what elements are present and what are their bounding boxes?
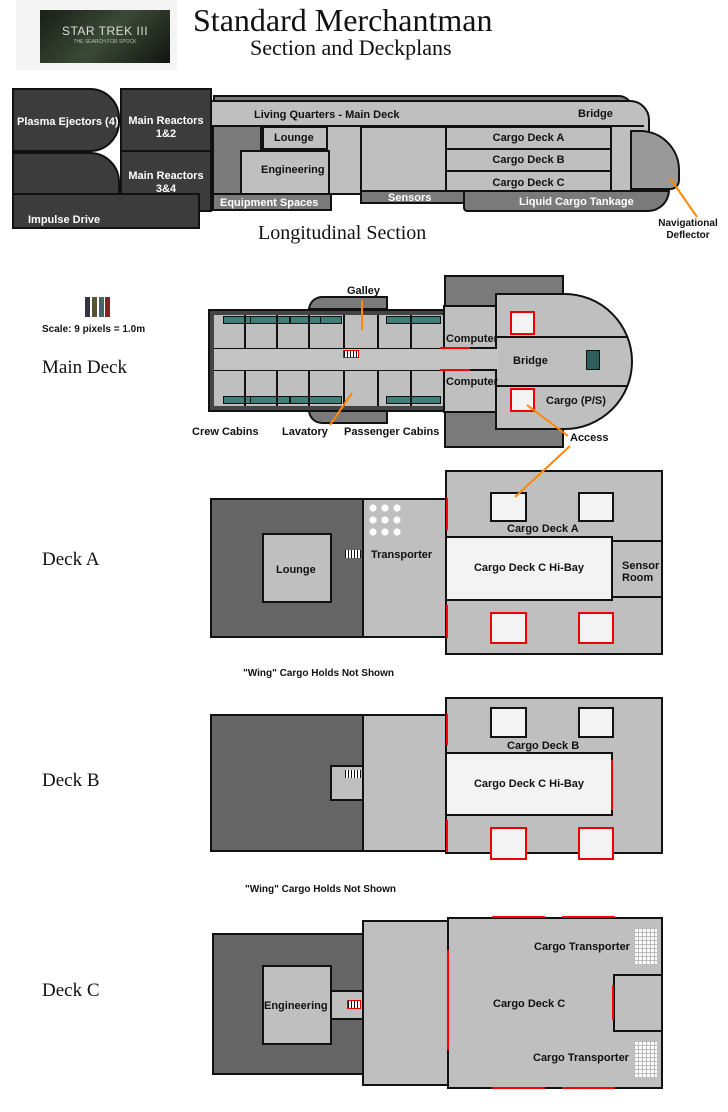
logo-image: STAR TREK III THE SEARCH FOR SPOCK xyxy=(40,10,170,63)
hi-bay-label: Cargo Deck C Hi-Bay xyxy=(473,778,585,790)
deck-b-title: Deck B xyxy=(42,770,100,791)
engineering-deck-label: Engineering xyxy=(264,1000,328,1012)
engineering-room: Engineering xyxy=(240,150,330,195)
lavatory-label: Lavatory xyxy=(282,426,328,438)
lavatory-pointer xyxy=(329,392,353,426)
cargo-transporter-pad-icon xyxy=(634,1041,657,1077)
bridge-console-icon xyxy=(586,350,600,370)
logo-text: STAR TREK III xyxy=(61,24,149,38)
reactors-12-label: Main Reactors xyxy=(128,115,204,127)
sensors-label: Sensors xyxy=(388,192,432,204)
ladder-icon xyxy=(345,770,361,778)
crew-cabin-bunk xyxy=(290,396,342,404)
access-pointer xyxy=(526,404,569,437)
cargo-hatch xyxy=(490,492,527,522)
nav-deflector-pointer xyxy=(669,177,698,218)
plasma-ejectors: Plasma Ejectors (4) xyxy=(12,88,120,152)
page-subtitle: Section and Deckplans xyxy=(250,35,452,60)
main-reactors-1-2: Main Reactors 1&2 xyxy=(120,88,212,152)
ladder-icon xyxy=(343,350,359,358)
reactors-12-number: 1&2 xyxy=(155,128,177,140)
impulse-drive: Impulse Drive xyxy=(12,193,200,229)
cargo-deck-b-label: Cargo Deck B xyxy=(507,740,580,752)
crew-cabins-label: Crew Cabins xyxy=(192,426,259,438)
cargo-hatch xyxy=(490,827,527,860)
corridor xyxy=(214,348,498,370)
liquid-cargo-label: Liquid Cargo Tankage xyxy=(519,196,634,208)
sensor-room-label-2: Room xyxy=(622,572,654,584)
scale-figures-icon xyxy=(84,297,110,317)
wing-holds-note: "Wing" Cargo Holds Not Shown xyxy=(245,884,397,895)
cargo-deck-a-label: Cargo Deck A xyxy=(507,523,579,535)
nav-label-line2: Deflector xyxy=(666,230,710,241)
deck-a-title: Deck A xyxy=(42,549,100,570)
crew-cabin-bunk xyxy=(250,396,290,404)
cargo-hatch xyxy=(578,492,614,522)
longitudinal-section-title: Longitudinal Section xyxy=(258,222,427,244)
cargo-ps-label: Cargo (P/S) xyxy=(546,395,606,407)
impulse-drive-label: Impulse Drive xyxy=(28,214,101,226)
bridge-label: Bridge xyxy=(578,108,613,120)
cargo-hatch xyxy=(578,612,614,644)
sensor-room-label-1: Sensor xyxy=(622,560,660,572)
deck-c-title: Deck C xyxy=(42,980,100,1001)
crew-cabin-bunk xyxy=(320,316,342,324)
crew-cabin-bunk xyxy=(250,316,290,324)
cargo-transporter-2-label: Cargo Transporter xyxy=(533,1052,629,1064)
engineering-label: Engineering xyxy=(261,164,325,176)
reactors-34-number: 3&4 xyxy=(155,183,177,195)
logo-subtext: THE SEARCH FOR SPOCK xyxy=(73,39,137,45)
lounge: Lounge xyxy=(262,533,332,603)
ladder-icon xyxy=(347,1000,361,1009)
reactors-34-label: Main Reactors xyxy=(128,170,204,182)
passenger-cabin-bunk xyxy=(386,396,441,404)
deck-b-mid xyxy=(362,714,447,852)
sensors: Sensors xyxy=(360,190,465,204)
equipment-spaces-label: Equipment Spaces xyxy=(220,197,319,209)
ladder-icon xyxy=(345,550,361,558)
cargo-transporter-1-label: Cargo Transporter xyxy=(534,941,630,953)
logo-panel: STAR TREK III THE SEARCH FOR SPOCK xyxy=(16,0,177,70)
lounge-label: Lounge xyxy=(274,132,314,144)
wing-holds-note: "Wing" Cargo Holds Not Shown xyxy=(243,668,395,679)
bridge-deck-label: Bridge xyxy=(513,355,548,367)
lounge-deck-label: Lounge xyxy=(276,564,316,576)
door-markers xyxy=(440,347,615,1089)
cargo-deck-c-label: Cargo Deck C xyxy=(492,177,565,189)
cargo-transporter-pad-icon xyxy=(634,928,657,965)
computer-room-1: Computer xyxy=(443,305,498,349)
cargo-deck-a-label: Cargo Deck A xyxy=(492,132,565,144)
access-hatch xyxy=(510,311,535,335)
computer-2-label: Computer xyxy=(446,376,498,388)
living-quarters-label: Living Quarters - Main Deck xyxy=(254,109,400,121)
cargo-hatch xyxy=(578,827,614,860)
equipment-spaces: Equipment Spaces xyxy=(212,193,332,211)
lounge-room: Lounge xyxy=(262,126,328,150)
page-title: Standard Merchantman xyxy=(193,2,493,38)
scale-label: Scale: 9 pixels = 1.0m xyxy=(42,324,146,335)
hi-bay-label: Cargo Deck C Hi-Bay xyxy=(473,562,585,574)
engineering: Engineering xyxy=(262,965,332,1045)
cargo-hatch xyxy=(490,612,527,644)
plasma-ejectors-label: Plasma Ejectors (4) xyxy=(17,116,119,128)
transporter-label: Transporter xyxy=(371,549,433,561)
passenger-cabin-bunk xyxy=(386,316,441,324)
liquid-cargo-tankage: Liquid Cargo Tankage xyxy=(463,190,670,212)
cargo-deck-c-label: Cargo Deck C xyxy=(493,998,566,1010)
nav-label-line1: Navigational xyxy=(658,218,718,229)
cargo-hatch xyxy=(490,707,527,738)
access-label: Access xyxy=(570,432,609,444)
computer-1-label: Computer xyxy=(446,333,498,345)
cargo-hatch xyxy=(578,707,614,738)
cargo-deck-b-label: Cargo Deck B xyxy=(492,154,565,166)
transporter-pads-icon xyxy=(367,502,403,540)
main-deck-title: Main Deck xyxy=(42,357,127,378)
access-pointer-2 xyxy=(514,445,571,498)
galley-label: Galley xyxy=(347,285,381,297)
passenger-cabins-label: Passenger Cabins xyxy=(344,426,440,438)
